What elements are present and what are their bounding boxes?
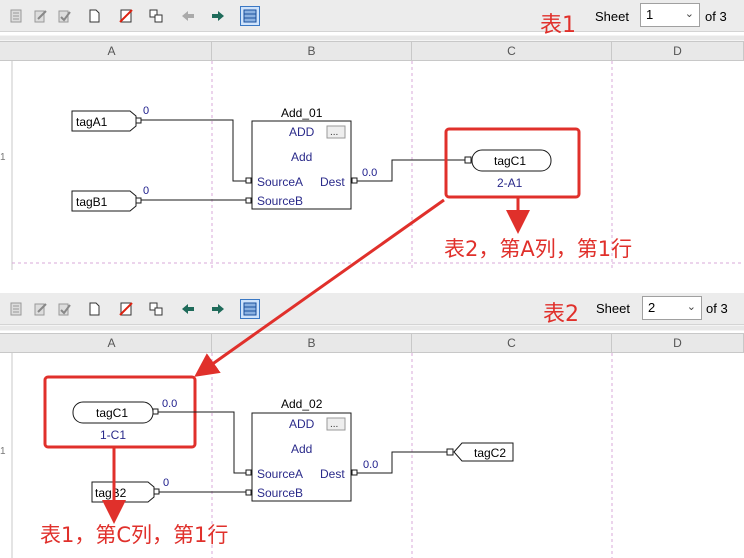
dest-value: 0.0: [363, 459, 378, 471]
input-ref-tagb2[interactable]: tagB2 0: [91, 477, 169, 503]
taga1-value: 0: [143, 105, 149, 117]
row-number: 1: [0, 152, 6, 163]
block-type: ADD: [289, 125, 315, 139]
tagb2-label: tagB2: [95, 486, 127, 500]
output-ref-tagc1[interactable]: tagC1 2-A1: [464, 149, 552, 190]
tagc1-label: tagC1: [494, 154, 526, 168]
sheet-label: Sheet: [596, 301, 630, 316]
verify-icon[interactable]: [54, 6, 74, 26]
next-sheet-icon[interactable]: [208, 6, 228, 26]
block-type: ADD: [289, 417, 315, 431]
block-name: Add_01: [281, 106, 323, 120]
column-c-header: C: [412, 334, 612, 353]
edit-icon[interactable]: [30, 299, 50, 319]
dest-pin: Dest: [320, 467, 345, 481]
source-b-pin: SourceB: [257, 486, 303, 500]
tagb2-value: 0: [163, 477, 169, 489]
annotation-note-1: 表2，第A列，第1行: [444, 237, 632, 261]
input-ref-tagb1[interactable]: tagB1 0: [71, 185, 149, 212]
highlight-box-tagc1: [444, 127, 581, 199]
cross-reference-arrow: [194, 198, 445, 377]
tagc2-label: tagC2: [474, 446, 506, 460]
taga1-label: tagA1: [76, 115, 108, 129]
block-description: Add: [291, 150, 312, 164]
block-properties-button[interactable]: [326, 417, 346, 431]
toolbar-sheet2: 表2 Sheet 2 ⌄ of 3: [0, 293, 744, 327]
block-properties-button[interactable]: [326, 125, 346, 139]
sheet-number-value: 1: [646, 7, 654, 22]
block-name: Add_02: [281, 397, 323, 411]
chevron-down-icon: ⌄: [686, 301, 696, 313]
dest-pin: Dest: [320, 175, 345, 189]
dest-value: 0.0: [362, 167, 377, 179]
tagc1-input-label: tagC1: [96, 406, 128, 420]
source-b-pin: SourceB: [257, 194, 303, 208]
sheet2-grid: [0, 325, 744, 558]
add-block-2[interactable]: Add_02 ADD ... Add SourceA SourceB Dest …: [245, 397, 378, 502]
input-ref-taga1[interactable]: tagA1 0: [71, 105, 149, 132]
column-a-header: A: [12, 334, 212, 353]
new-sheet-icon[interactable]: [84, 299, 104, 319]
properties-icon[interactable]: [6, 299, 26, 319]
copy-sheet-icon[interactable]: [146, 299, 166, 319]
grid-view-icon[interactable]: [240, 299, 260, 319]
edit-icon[interactable]: [30, 6, 50, 26]
sheet-count-label: of 3: [705, 9, 727, 24]
sheet-number-value: 2: [648, 300, 656, 315]
previous-sheet-icon[interactable]: [178, 299, 198, 319]
tagb1-value: 0: [143, 185, 149, 197]
grid-view-icon[interactable]: [240, 6, 260, 26]
input-ref-tagc1[interactable]: tagC1 0.0 1-C1: [72, 398, 177, 442]
previous-sheet-icon[interactable]: [178, 6, 198, 26]
output-ref-tagc2[interactable]: tagC2: [446, 442, 514, 462]
tagc1-input-value: 0.0: [162, 398, 177, 410]
add-block-1[interactable]: Add_01 ADD ... Add SourceA SourceB Dest …: [245, 106, 377, 210]
sheet-count-label: of 3: [706, 301, 728, 316]
column-c-header: C: [412, 42, 612, 61]
new-sheet-icon[interactable]: [84, 6, 104, 26]
sheet1-grid: [0, 35, 744, 270]
tagc1-input-crossref: 1-C1: [100, 428, 126, 442]
sheet-number-select[interactable]: 1 ⌄: [640, 3, 700, 27]
ellipsis-label: ...: [330, 419, 338, 430]
tagb1-label: tagB1: [76, 195, 108, 209]
column-a-header: A: [12, 42, 212, 61]
chevron-down-icon: ⌄: [684, 8, 694, 20]
column-b-header: B: [212, 334, 412, 353]
column-header-sheet1: A B C D: [0, 41, 744, 61]
source-a-pin: SourceA: [257, 467, 303, 481]
delete-sheet-icon[interactable]: [116, 299, 136, 319]
annotation-sheet2-title: 表2: [543, 302, 579, 327]
block-description: Add: [291, 442, 312, 456]
sheet-number-select[interactable]: 2 ⌄: [642, 296, 702, 320]
column-b-header: B: [212, 42, 412, 61]
verify-icon[interactable]: [54, 299, 74, 319]
annotation-sheet1-title: 表1: [540, 13, 576, 38]
delete-sheet-icon[interactable]: [116, 6, 136, 26]
copy-sheet-icon[interactable]: [146, 6, 166, 26]
next-sheet-icon[interactable]: [208, 299, 228, 319]
ellipsis-label: ...: [330, 127, 338, 138]
sheet-label: Sheet: [595, 9, 629, 24]
toolbar-sheet1: 表1 Sheet 1 ⌄ of 3: [0, 0, 744, 38]
tagc1-crossref: 2-A1: [497, 176, 523, 190]
row-number: 1: [0, 446, 6, 457]
properties-icon[interactable]: [6, 6, 26, 26]
column-header-sheet2: A B C D: [0, 333, 744, 353]
source-a-pin: SourceA: [257, 175, 303, 189]
annotation-note-2: 表1，第C列，第1行: [40, 523, 228, 547]
